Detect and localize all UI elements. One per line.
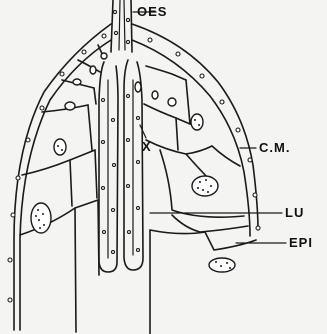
label-x: X <box>142 140 152 153</box>
label-cm: C.M. <box>259 141 290 154</box>
oesophagus-tube <box>111 0 132 52</box>
epithelium-right <box>135 66 256 334</box>
nucleus-large-left <box>31 203 51 233</box>
epithelium-left <box>20 45 107 332</box>
label-oes: OES <box>137 5 167 18</box>
circular-muscle-wall <box>8 24 260 330</box>
nucleus-lower-right <box>209 258 235 272</box>
label-lu: LU <box>285 206 304 219</box>
fold-nuclei <box>102 95 140 254</box>
label-epi: EPI <box>289 236 313 249</box>
nucleus-large-right <box>192 176 218 196</box>
leader-lines <box>133 12 286 243</box>
